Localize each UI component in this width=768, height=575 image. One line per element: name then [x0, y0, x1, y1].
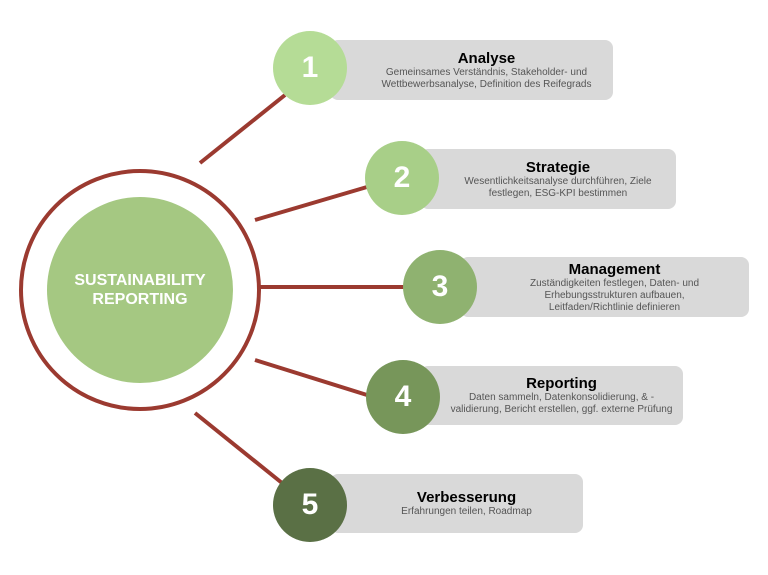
step-2-number: 2 [365, 141, 439, 215]
connector-5 [193, 411, 284, 485]
step-4-box: Reporting Daten sammeln, Datenkonsolidie… [420, 366, 683, 425]
step-title: Reporting [526, 375, 597, 392]
step-desc: Zuständigkeiten festlegen, Daten- und [530, 277, 699, 289]
step-3-number: 3 [403, 250, 477, 324]
step-desc: festlegen, ESG-KPI bestimmen [488, 187, 628, 199]
step-4-number: 4 [366, 360, 440, 434]
step-desc: Gemeinsames Verständnis, Stakeholder- un… [385, 66, 588, 78]
connector-4 [254, 358, 368, 397]
step-desc: Leitfaden/Richtlinie definieren [548, 301, 681, 313]
step-3-box: Management Zuständigkeiten festlegen, Da… [460, 257, 749, 317]
connector-1 [198, 93, 287, 165]
step-title: Management [568, 260, 661, 278]
step-2-box: Strategie Wesentlichkeitsanalyse durchfü… [420, 149, 676, 209]
step-5-number: 5 [273, 468, 347, 542]
center-title-line2: REPORTING [92, 291, 188, 308]
connector-2 [254, 185, 368, 222]
step-1-box: Analyse Gemeinsames Verständnis, Stakeho… [330, 40, 613, 100]
step-title: Analyse [457, 49, 516, 67]
step-5-box: Verbesserung Erfahrungen teilen, Roadmap [330, 474, 583, 533]
step-desc: Wettbewerbsanalyse, Definition des Reife… [381, 78, 592, 90]
center-circle: SUSTAINABILITY REPORTING [47, 197, 233, 383]
step-desc: Erhebungsstrukturen aufbauen, [544, 289, 685, 301]
step-desc: Wesentlichkeitsanalyse durchführen, Ziel… [464, 175, 652, 187]
step-desc: Erfahrungen teilen, Roadmap [401, 506, 532, 517]
step-1-number: 1 [273, 31, 347, 105]
step-desc: validierung, Bericht erstellen, ggf. ext… [450, 404, 673, 415]
center-title-line1: SUSTAINABILITY [74, 272, 206, 289]
step-title: Strategie [525, 158, 591, 176]
step-title: Verbesserung [416, 489, 517, 506]
outer-ring [19, 169, 261, 411]
step-desc: Daten sammeln, Datenkonsolidierung, & - [468, 392, 655, 403]
